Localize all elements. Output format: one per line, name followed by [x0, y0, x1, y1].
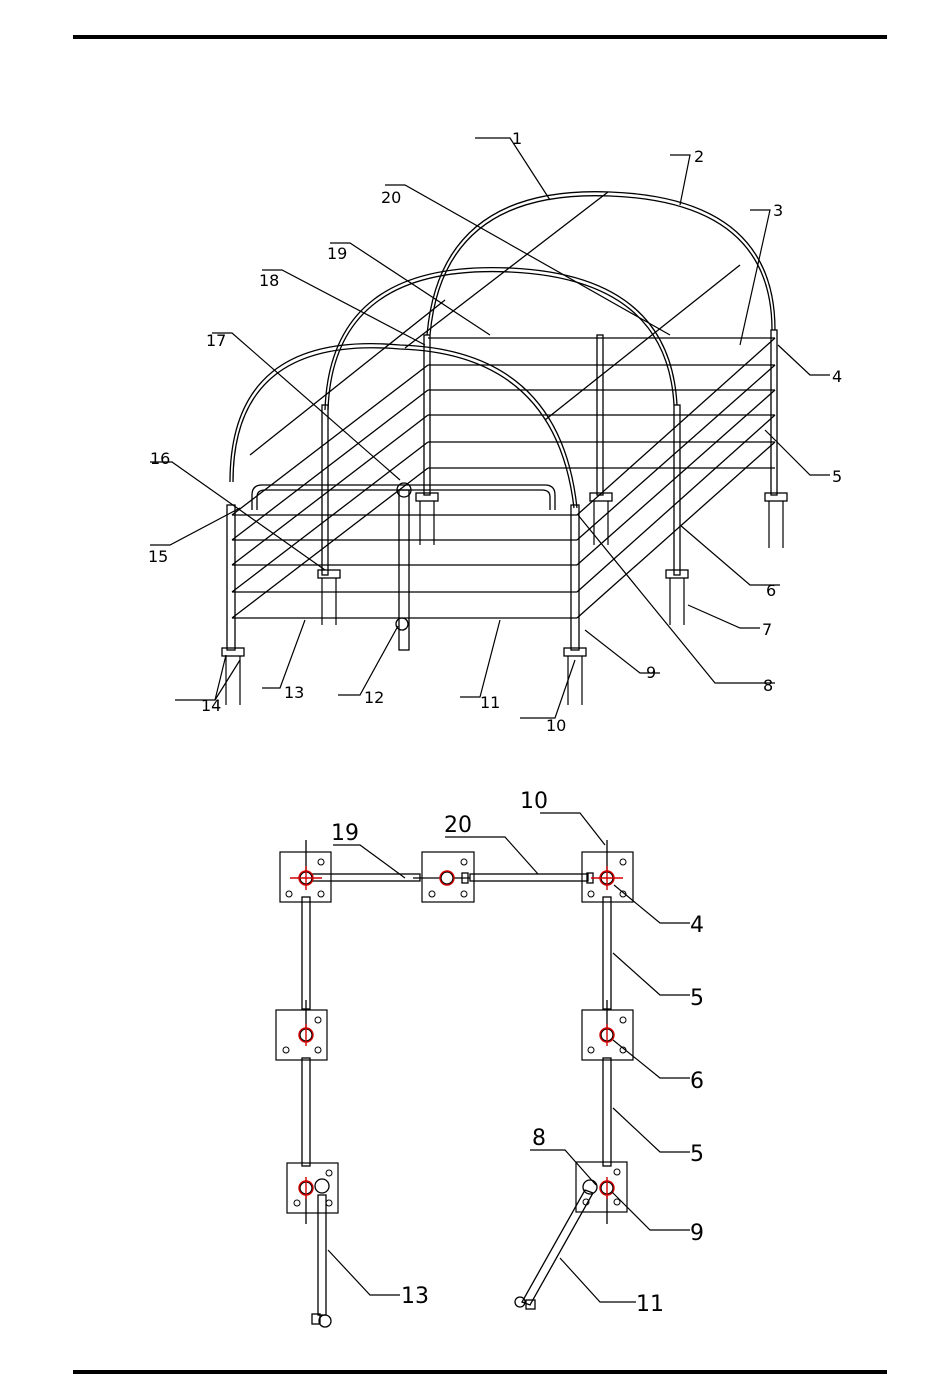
callout-20: 20	[381, 188, 401, 207]
callout-1: 1	[512, 129, 522, 148]
plan-tubes	[302, 874, 611, 1327]
plan-callout-4: 4	[690, 913, 704, 938]
plan-plates	[276, 852, 633, 1213]
plan-callout-9: 9	[690, 1221, 704, 1246]
plan-callout-5b: 5	[690, 1142, 704, 1167]
callout-4: 4	[832, 367, 842, 386]
callout-12: 12	[364, 688, 384, 707]
plan-leaders	[328, 813, 690, 1302]
callout-14: 14	[201, 696, 221, 715]
callout-18: 18	[259, 271, 279, 290]
plan-callout-13: 13	[401, 1284, 429, 1309]
callout-13: 13	[284, 683, 304, 702]
plate-holes	[283, 859, 626, 1206]
callout-2: 2	[694, 147, 704, 166]
plan-callout-19: 19	[331, 821, 359, 846]
callout-9: 9	[646, 663, 656, 682]
plan-callout-11: 11	[636, 1292, 664, 1317]
plan-callout-8: 8	[532, 1126, 546, 1151]
callout-8: 8	[763, 676, 773, 695]
plan-view: 10 19 20 4 5 6 5 8 9 13 11	[276, 789, 704, 1327]
plan-callout-6: 6	[690, 1069, 704, 1094]
callout-11: 11	[480, 693, 500, 712]
perspective-view: 1 2 3 4 5 6 7 8 9 10 11 12 13 14 15 16 1…	[148, 129, 842, 735]
callout-6: 6	[766, 581, 776, 600]
back-panel	[424, 330, 777, 495]
callout-10: 10	[546, 716, 566, 735]
front-panel	[227, 483, 579, 650]
callout-17: 17	[206, 331, 226, 350]
right-side-panel	[577, 338, 775, 618]
plan-callout-5a: 5	[690, 986, 704, 1011]
callout-19: 19	[327, 244, 347, 263]
perspective-callouts: 1 2 3 4 5 6 7 8 9 10 11 12 13 14 15 16 1…	[148, 129, 842, 735]
callout-15: 15	[148, 547, 168, 566]
callout-7: 7	[762, 620, 772, 639]
callout-5: 5	[832, 467, 842, 486]
roof-arches	[230, 192, 775, 508]
plan-callout-10: 10	[520, 789, 548, 814]
plan-callout-20: 20	[444, 813, 472, 838]
red-centre-marks	[290, 866, 623, 1199]
callout-16: 16	[150, 449, 170, 468]
ground-stakes	[222, 493, 787, 705]
plan-callouts: 10 19 20 4 5 6 5 8 9 13 11	[331, 789, 704, 1317]
callout-3: 3	[773, 201, 783, 220]
